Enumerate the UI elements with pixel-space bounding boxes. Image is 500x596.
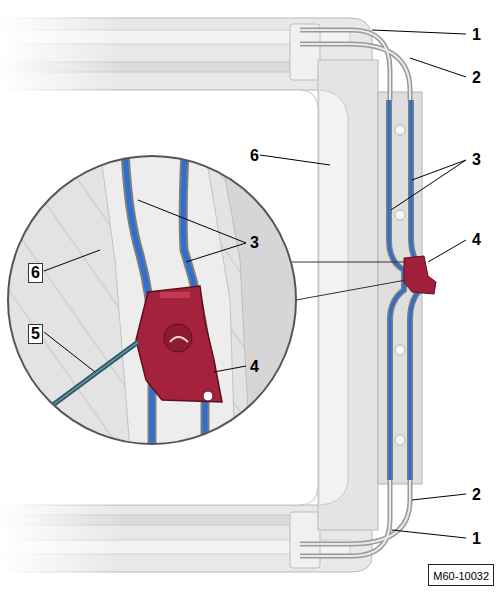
callout-number: 1 (470, 530, 483, 548)
callout-number: 4 (470, 231, 483, 249)
callout-number: 2 (470, 486, 483, 504)
figure-id-box: M60-10032 (428, 564, 494, 586)
callout-number: 3 (248, 234, 261, 252)
callout-number: 2 (470, 69, 483, 87)
callout-number: 6 (28, 263, 43, 283)
figure-id: M60-10032 (433, 570, 489, 582)
callout-number: 5 (28, 324, 43, 344)
callout-number: 4 (248, 358, 261, 376)
callout-number: 3 (470, 151, 483, 169)
callout-number: 1 (470, 26, 483, 44)
callout-number: 6 (248, 147, 261, 165)
